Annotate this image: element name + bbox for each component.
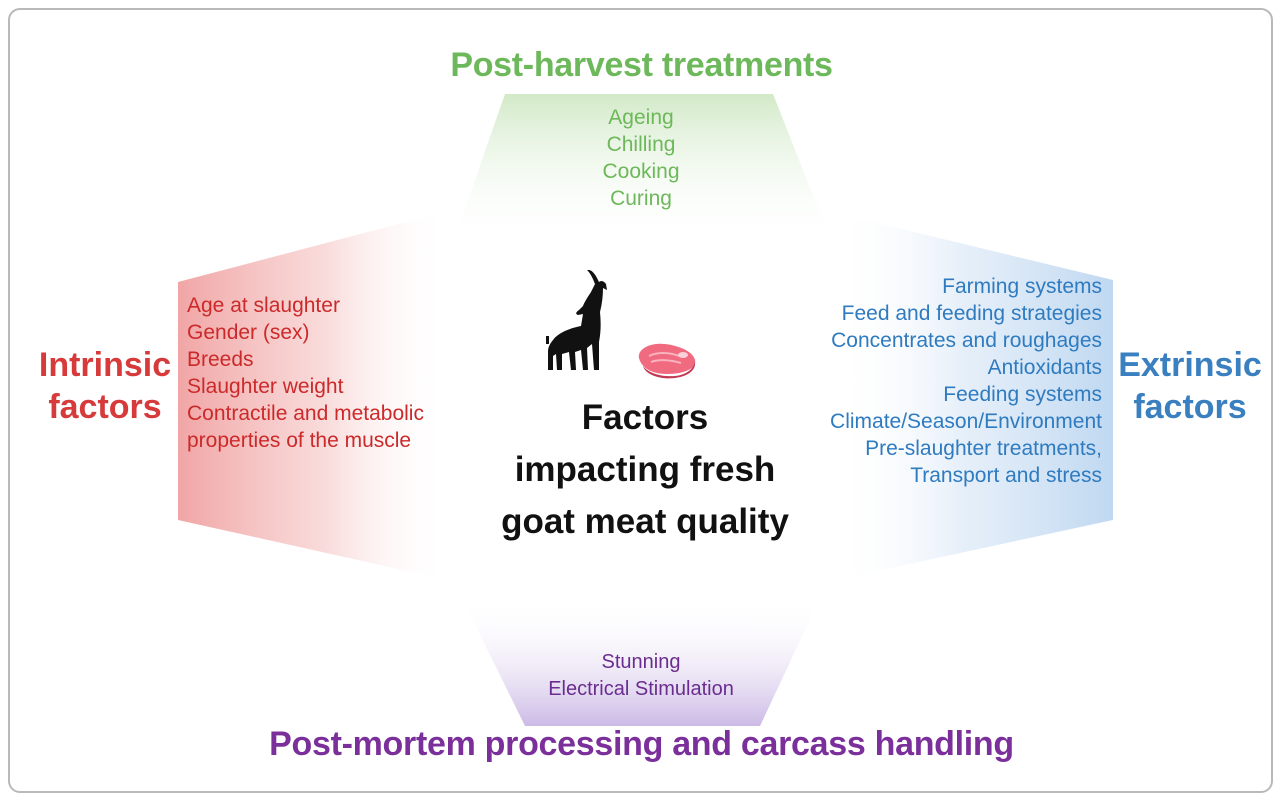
list-item: Electrical Stimulation	[548, 678, 734, 700]
list-item: Contractile and metabolic	[187, 402, 424, 425]
list-item: Feed and feeding strategies	[841, 302, 1102, 325]
goat-and-meat-illustration	[546, 270, 696, 379]
list-item: Farming systems	[942, 275, 1102, 298]
list-item: Climate/Season/Environment	[830, 410, 1102, 433]
list-item: Concentrates and roughages	[831, 329, 1102, 352]
extrinsic-factors-list: Farming systems Feed and feeding strateg…	[760, 273, 1102, 489]
list-item: Cooking	[602, 160, 680, 183]
title-line: Extrinsic	[1118, 346, 1262, 384]
center-title-line: impacting fresh	[514, 450, 776, 489]
list-item: Ageing	[608, 106, 674, 129]
post-mortem-title: Post-mortem processing and carcass handl…	[269, 725, 1014, 763]
right-trapezoid	[835, 213, 1113, 580]
list-item: Feeding systems	[943, 383, 1102, 406]
intrinsic-factors-title: Intrinsic factors	[20, 344, 190, 428]
list-item: Slaughter weight	[187, 375, 344, 398]
list-item: Stunning	[601, 651, 681, 673]
left-trapezoid	[178, 213, 448, 580]
list-item: Age at slaughter	[187, 294, 340, 317]
list-item: properties of the muscle	[187, 429, 412, 452]
intrinsic-factors-list: Age at slaughter Gender (sex) Breeds Sla…	[187, 292, 487, 454]
list-item: Transport and stress	[910, 464, 1102, 487]
center-title-line: Factors	[581, 398, 709, 437]
list-item: Chilling	[606, 133, 676, 156]
list-item: Breeds	[187, 348, 254, 371]
extrinsic-factors-title: Extrinsic factors	[1105, 344, 1275, 428]
bottom-trapezoid	[462, 598, 820, 726]
post-harvest-list: Ageing Chilling Cooking Curing	[541, 104, 741, 212]
title-line: Intrinsic	[38, 346, 172, 384]
title-line: factors	[48, 388, 162, 426]
list-item: Pre-slaughter treatments,	[865, 437, 1102, 460]
list-item: Gender (sex)	[187, 321, 310, 344]
meat-steak-icon	[638, 343, 696, 379]
post-mortem-list: Stunning Electrical Stimulation	[441, 649, 841, 703]
center-title-line: goat meat quality	[501, 502, 789, 541]
list-item: Antioxidants	[987, 356, 1102, 379]
list-item: Curing	[610, 187, 672, 210]
goat-icon	[546, 270, 607, 370]
post-harvest-title: Post-harvest treatments	[450, 46, 833, 84]
top-trapezoid	[452, 94, 833, 246]
title-line: factors	[1133, 388, 1247, 426]
center-title: Factors impacting fresh goat meat qualit…	[460, 392, 830, 548]
